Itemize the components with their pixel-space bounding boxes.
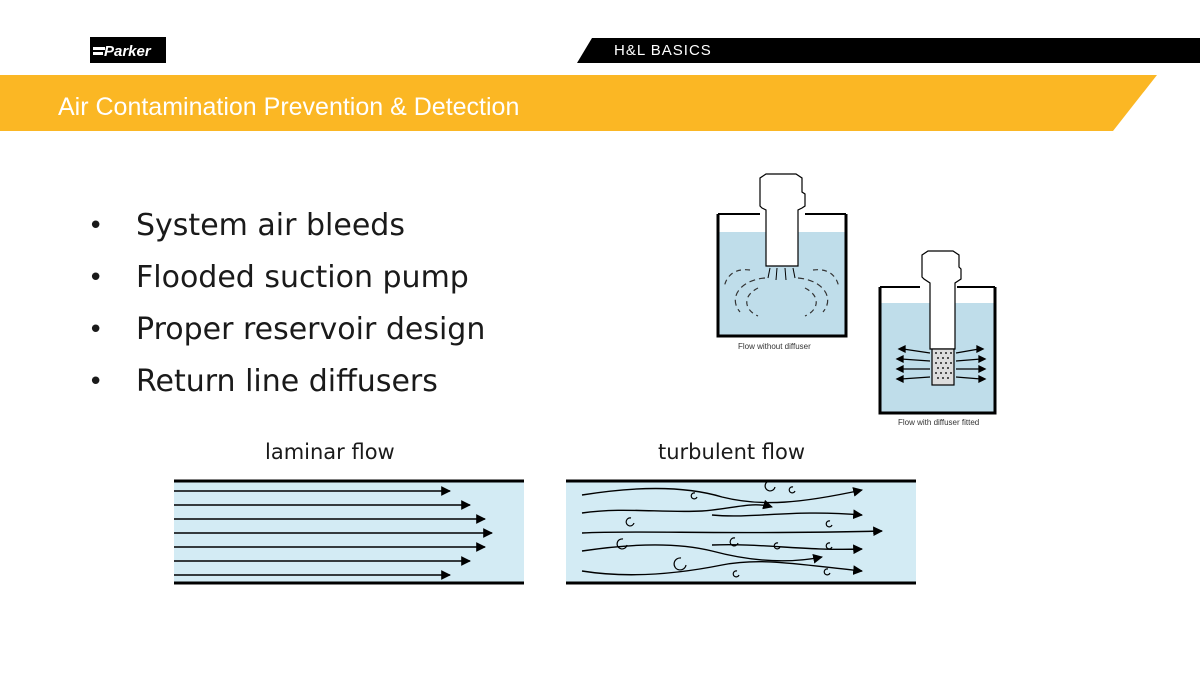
caption-without-diffuser: Flow without diffuser [738,342,811,351]
caption-with-diffuser: Flow with diffuser fitted [898,418,980,427]
bullet-text: System air bleeds [136,208,405,243]
logo-text: Parker [104,43,152,60]
bullet-item: • Flooded suction pump [88,252,485,304]
bullet-marker: • [88,211,104,241]
bullet-item: • Return line diffusers [88,356,485,408]
bullet-marker: • [88,315,104,345]
bullet-item: • System air bleeds [88,200,485,252]
laminar-flow-label: laminar flow [265,440,395,464]
tank-wall [878,287,997,415]
bullet-text: Proper reservoir design [136,312,486,347]
return-pipe [921,250,962,350]
slide-title: Air Contamination Prevention & Detection [58,93,520,121]
bullet-text: Return line diffusers [136,364,438,399]
tank-with-diffuser-diagram [878,250,997,415]
laminar-flow-diagram [174,479,524,585]
title-banner [0,75,1157,131]
bullet-item: • Proper reservoir design [88,304,485,356]
bullet-marker: • [88,263,104,293]
parker-logo: Parker [90,37,166,63]
turbulent-flow-label: turbulent flow [658,440,806,464]
tank-without-diffuser-diagram [716,173,848,338]
pipe-interior [174,481,524,583]
top-bar [577,38,1200,63]
turbulent-flow-diagram [566,479,916,585]
bullet-text: Flooded suction pump [136,260,469,295]
tank-wall [716,214,848,338]
section-label: H&L BASICS [614,42,712,59]
bullet-marker: • [88,367,104,397]
return-pipe [759,173,806,267]
bullet-list: • System air bleeds • Flooded suction pump… [88,200,485,408]
